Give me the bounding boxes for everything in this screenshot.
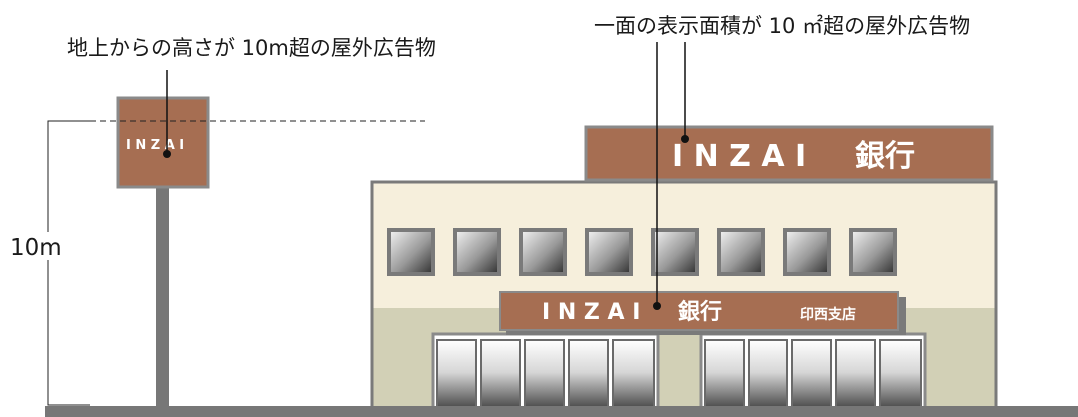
facade-sign-name: I N Z A I xyxy=(542,300,640,325)
door-panel xyxy=(704,339,745,413)
door-panel xyxy=(612,339,655,413)
rooftop-sign-suffix: 銀行 xyxy=(855,139,915,174)
pole-sign-panel xyxy=(116,96,210,189)
facade-sign-suffix: 銀行 xyxy=(678,299,722,325)
ground-line xyxy=(45,406,1078,417)
window xyxy=(717,228,765,276)
door-panel xyxy=(791,339,832,413)
facade-sign-branch: 印西支店 xyxy=(800,306,856,323)
pole xyxy=(156,187,169,412)
window xyxy=(387,228,435,276)
window xyxy=(519,228,567,276)
rooftop-sign-name: I N Z A I xyxy=(672,139,806,174)
height-measure-label: 10m xyxy=(10,235,62,261)
door-panel xyxy=(568,339,609,413)
pole-sign-text: I N Z A I xyxy=(126,138,184,153)
facade-sign-panel xyxy=(499,291,899,331)
door-panel xyxy=(748,339,788,413)
callout-dot xyxy=(163,150,171,158)
callout-dot-facade xyxy=(653,302,661,310)
height-sign-caption: 地上からの高さが 10m超の屋外広告物 xyxy=(67,36,436,60)
height-bracket xyxy=(47,120,90,406)
entrance-left xyxy=(431,332,660,414)
rooftop-sign: I N Z A I 銀行 xyxy=(584,125,994,182)
area-sign-caption: 一面の表示面積が 10 ㎡超の屋外広告物 xyxy=(594,14,970,38)
facade-sign: I N Z A I 銀行 印西支店 xyxy=(499,291,906,335)
door-panel xyxy=(480,339,521,413)
entrance-right xyxy=(699,332,927,414)
door-panel xyxy=(835,339,876,413)
pole-sign: I N Z A I xyxy=(116,96,210,412)
window xyxy=(651,228,699,276)
rooftop-sign-panel xyxy=(584,125,994,182)
window xyxy=(849,228,897,276)
upper-windows xyxy=(387,228,897,276)
window xyxy=(783,228,831,276)
door-panel xyxy=(879,339,922,413)
height-label-bg xyxy=(6,232,90,260)
door-panel xyxy=(524,339,565,413)
door-panel xyxy=(436,339,477,413)
window xyxy=(585,228,633,276)
height-sign-callout: 地上からの高さが 10m超の屋外広告物 xyxy=(67,36,436,158)
window xyxy=(453,228,501,276)
callout-dot-rooftop xyxy=(681,135,689,143)
area-sign-callout: 一面の表示面積が 10 ㎡超の屋外広告物 xyxy=(594,14,970,310)
height-measure: 10m xyxy=(6,120,425,406)
